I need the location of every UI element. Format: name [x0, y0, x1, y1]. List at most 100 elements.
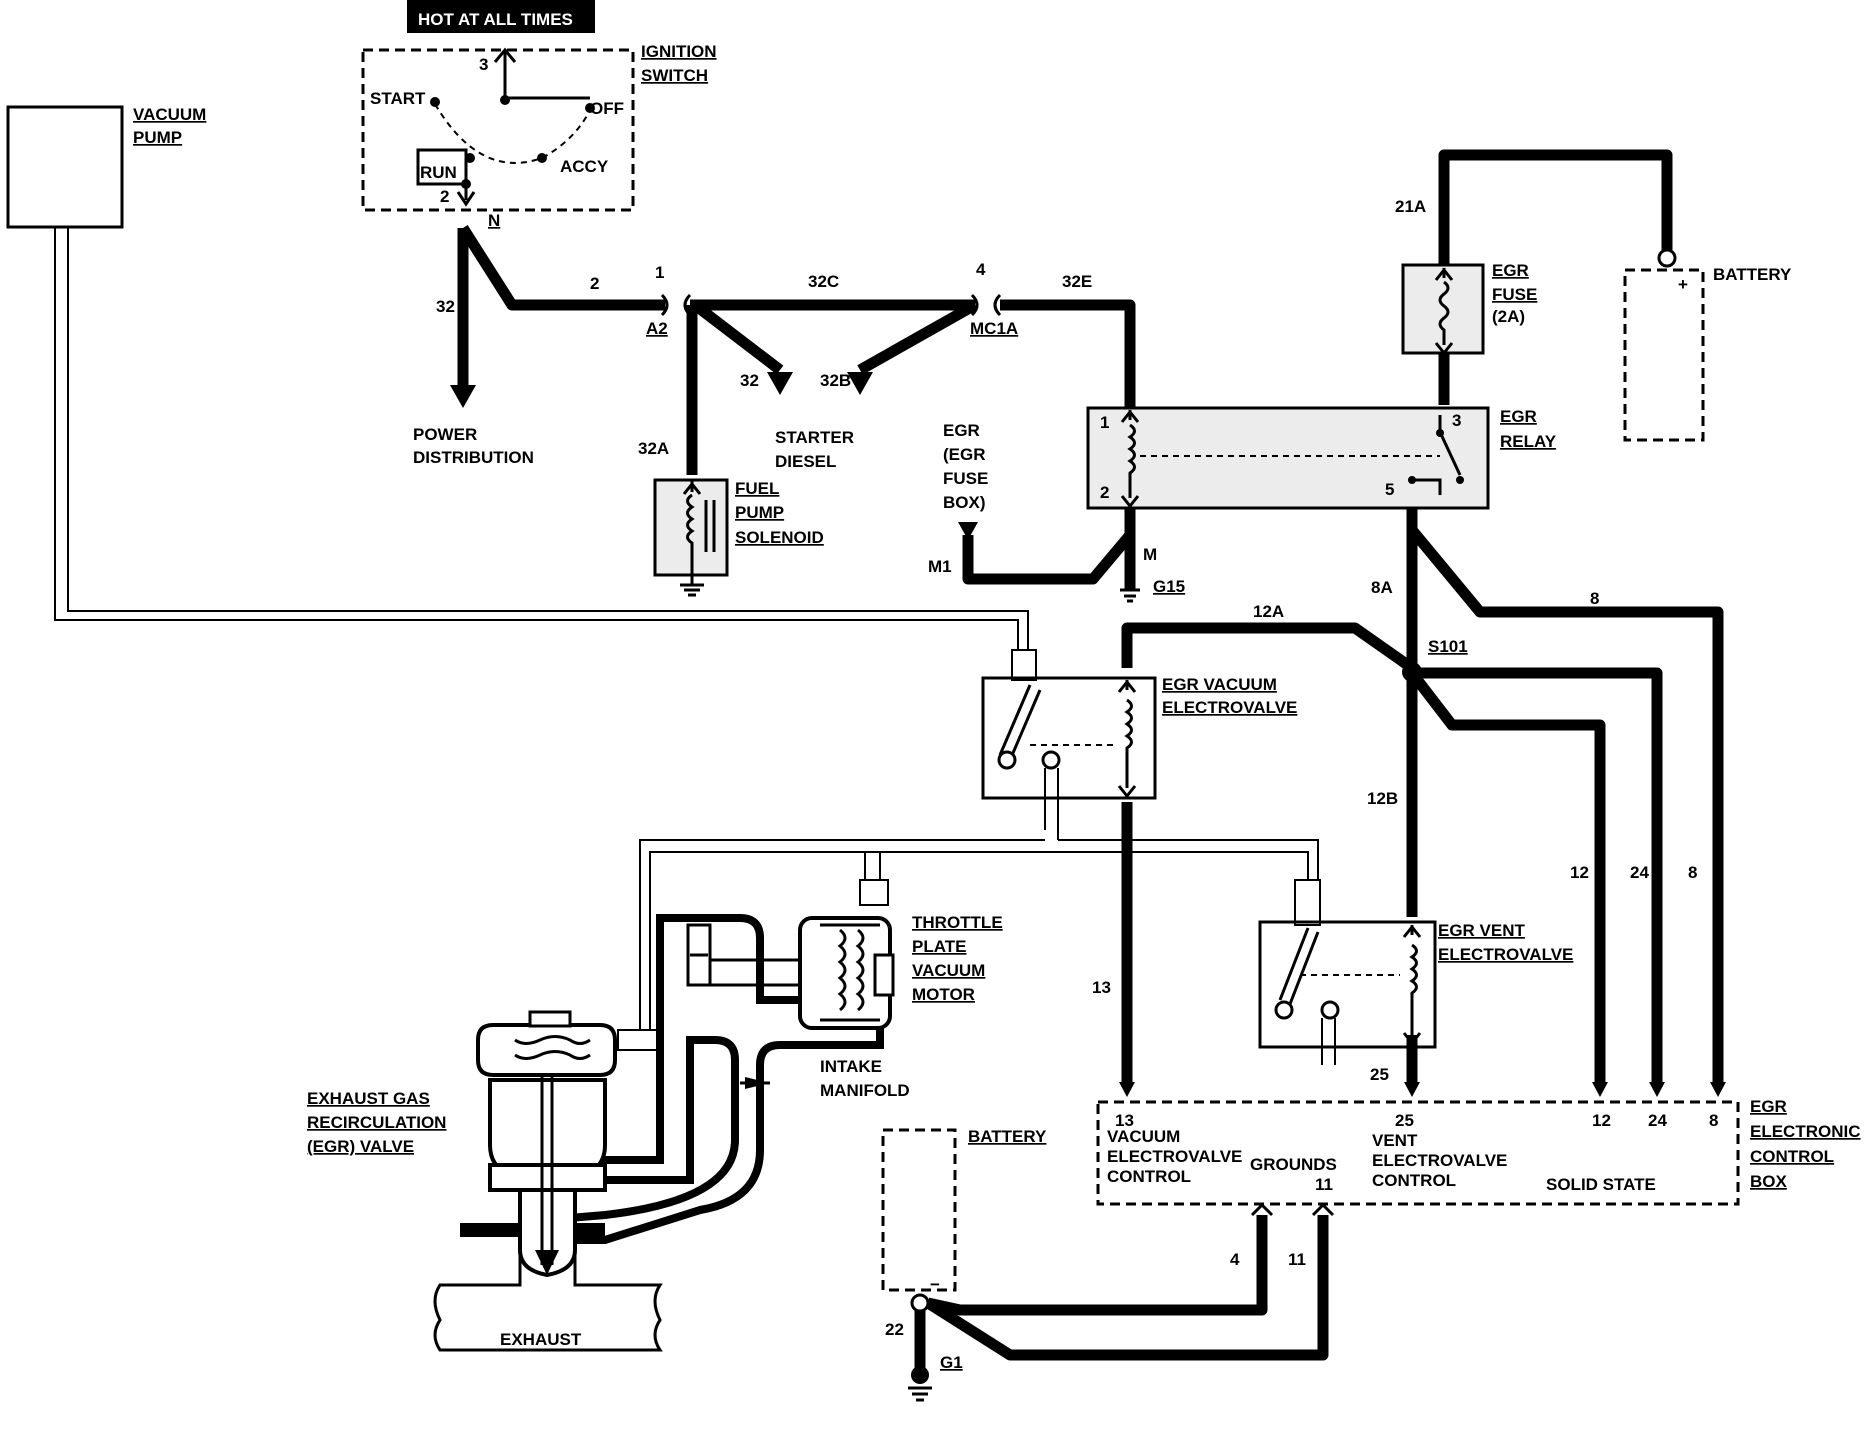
vacuum-pump-box: [6, 105, 124, 229]
connector-1-label: 1: [655, 263, 664, 282]
relay-pin1-label: 1: [1100, 413, 1109, 432]
egr-fuse-label-1: EGR: [1492, 261, 1529, 280]
vacuum-hose-vent: [1058, 839, 1319, 880]
relay-pin3-label: 3: [1452, 411, 1461, 430]
wire-32b: [857, 300, 978, 375]
egr-valve-stem: [540, 1075, 554, 1265]
exhaust-pipe: [433, 1255, 663, 1352]
vent-ev-control-label-1: VENT: [1372, 1131, 1418, 1150]
egr-fuse-label-2: FUSE: [1492, 285, 1537, 304]
fuel-pump-solenoid: FUEL PUMP SOLENOID: [653, 478, 824, 597]
relay-output-wiring: 12A 8A 8 S101 12B 12 24 8 13 25: [1092, 508, 1724, 1087]
egr-relay-label-1: EGR: [1500, 407, 1537, 426]
wire-32-starter: [691, 300, 784, 375]
egr-relay: 1 2 3 5 EGR RELAY EGR (EGR FUSE BOX) M1 …: [928, 406, 1557, 603]
egr-electronic-control-box: 13 25 12 24 8 11 VACUUM ELECTROVALVE CON…: [1096, 1082, 1861, 1206]
wire-2: [458, 225, 665, 311]
vacuum-ev-control-label-2: ELECTROVALVE: [1107, 1147, 1242, 1166]
egr-relay-label-2: RELAY: [1500, 432, 1557, 451]
ignition-switch-label-1: IGNITION: [641, 42, 717, 61]
wire-32-starter-label: 32: [740, 371, 759, 390]
fuel-pump-label-2: PUMP: [735, 503, 784, 522]
vent-ev-control-label-2: ELECTROVALVE: [1372, 1151, 1507, 1170]
wire-32-label: 32: [436, 297, 455, 316]
throttle-label-3: VACUUM: [912, 961, 985, 980]
wire-12-label: 12: [1570, 863, 1589, 882]
ignition-rotor-arc: [434, 103, 591, 164]
wire-13-label: 13: [1092, 978, 1111, 997]
wire-24-label: 24: [1630, 863, 1649, 882]
wire-11-label: 11: [1288, 1250, 1306, 1269]
ignition-feed-wiring: 32 2 32C 32E 32 32B 32A 1 A2 4 MC1A POWE…: [413, 225, 1136, 475]
intake-label-1: INTAKE: [820, 1057, 882, 1076]
ignition-switch: HOT AT ALL TIMES START RUN OFF ACCY 3 2 …: [361, 0, 717, 230]
g15-label: G15: [1153, 577, 1185, 596]
egr-vent-electrovalve: EGR VENT ELECTROVALVE: [1258, 920, 1573, 1065]
battery-minus-sign: −: [930, 1275, 940, 1294]
egr-vacuum-electrovalve-box: [981, 676, 1157, 800]
start-label: START: [370, 89, 426, 108]
egr-fuse-box-label-3: FUSE: [943, 469, 988, 488]
throttle-label-2: PLATE: [912, 937, 966, 956]
egr-relay-box: [1086, 406, 1490, 510]
wire-21a: [1438, 149, 1673, 265]
vent-ev-control-label-3: CONTROL: [1372, 1171, 1456, 1190]
wire-12a: [1121, 622, 1416, 673]
s101-label: S101: [1428, 637, 1468, 656]
vacuum-ev-coil-icon: [1117, 679, 1137, 799]
ecb-pin24-label: 24: [1648, 1111, 1667, 1130]
wire-8-label: 8: [1688, 863, 1697, 882]
vacuum-ev-control-label-1: VACUUM: [1107, 1127, 1180, 1146]
vacuum-pump-label-2: PUMP: [133, 128, 182, 147]
ecb-label-3: CONTROL: [1750, 1147, 1834, 1166]
egr-fuse-box-label-2: (EGR: [943, 445, 986, 464]
power-distribution-label-2: DISTRIBUTION: [413, 448, 534, 467]
battery-bottom-label: BATTERY: [968, 1127, 1047, 1146]
wire-8-top-label: 8: [1590, 589, 1599, 608]
wire-11: [925, 1215, 1329, 1361]
fuel-pump-label-1: FUEL: [735, 479, 779, 498]
egr-vent-ev-label-2: ELECTROVALVE: [1438, 945, 1573, 964]
egr-valve-diaphragm: [476, 1023, 617, 1077]
wire-12: [1407, 669, 1606, 1087]
wire-24: [1412, 667, 1663, 1087]
egr-vent-electrovalve-box: [1258, 920, 1437, 1049]
ignition-switch-box: [361, 48, 635, 212]
ignition-pos2-label: 2: [440, 187, 449, 206]
ecb-label-1: EGR: [1750, 1097, 1787, 1116]
ignition-terminal-3-arrow: [493, 47, 517, 98]
intake-label-2: MANIFOLD: [820, 1081, 910, 1100]
egr-vacuum-ev-label-1: EGR VACUUM: [1162, 675, 1277, 694]
off-label: OFF: [590, 99, 624, 118]
wire-4-label: 4: [1230, 1250, 1240, 1269]
s101-splice-icon: [1402, 662, 1422, 682]
connector-a2-label: A2: [646, 319, 668, 338]
wire-8a-label: 8A: [1371, 578, 1393, 597]
connector-mc1a-label: MC1A: [970, 319, 1018, 338]
ignition-switch-label-2: SWITCH: [641, 66, 708, 85]
vent-ev-coil-icon: [1402, 924, 1422, 1046]
egr-vacuum-electrovalve: EGR VACUUM ELECTROVALVE: [981, 649, 1297, 840]
wire-32e: [1000, 299, 1136, 408]
vacuum-ev-control-label-3: CONTROL: [1107, 1167, 1191, 1186]
throttle-label-1: THROTTLE: [912, 913, 1003, 932]
egr-fuse-label-3: (2A): [1492, 307, 1525, 326]
m1-label: M1: [928, 557, 952, 576]
egr-fuse-box-label-1: EGR: [943, 421, 980, 440]
power-distribution-label-1: POWER: [413, 425, 477, 444]
vacuum-pump: VACUUM PUMP: [6, 105, 1029, 650]
connector-4-label: 4: [976, 260, 986, 279]
starter-diesel-label-1: STARTER: [775, 428, 854, 447]
ecb-box: [1096, 1100, 1740, 1206]
fuel-pump-ground-icon: [680, 560, 704, 597]
ignition-pos3-label: 3: [479, 55, 488, 74]
exhaust-label: EXHAUST: [500, 1330, 582, 1349]
vacuum-pump-label-1: VACUUM: [133, 105, 206, 124]
vacuum-hose-egr-valve: [639, 839, 1058, 1030]
throttle-label-4: MOTOR: [912, 985, 975, 1004]
ecb-pin13-label: 13: [1115, 1111, 1134, 1130]
battery-top-box: [1623, 268, 1705, 442]
intake-egr-mechanical: THROTTLE PLATE VACUUM MOTOR INTAKE MANIF…: [307, 913, 1003, 1352]
hot-at-all-times-label: HOT AT ALL TIMES: [418, 10, 573, 29]
